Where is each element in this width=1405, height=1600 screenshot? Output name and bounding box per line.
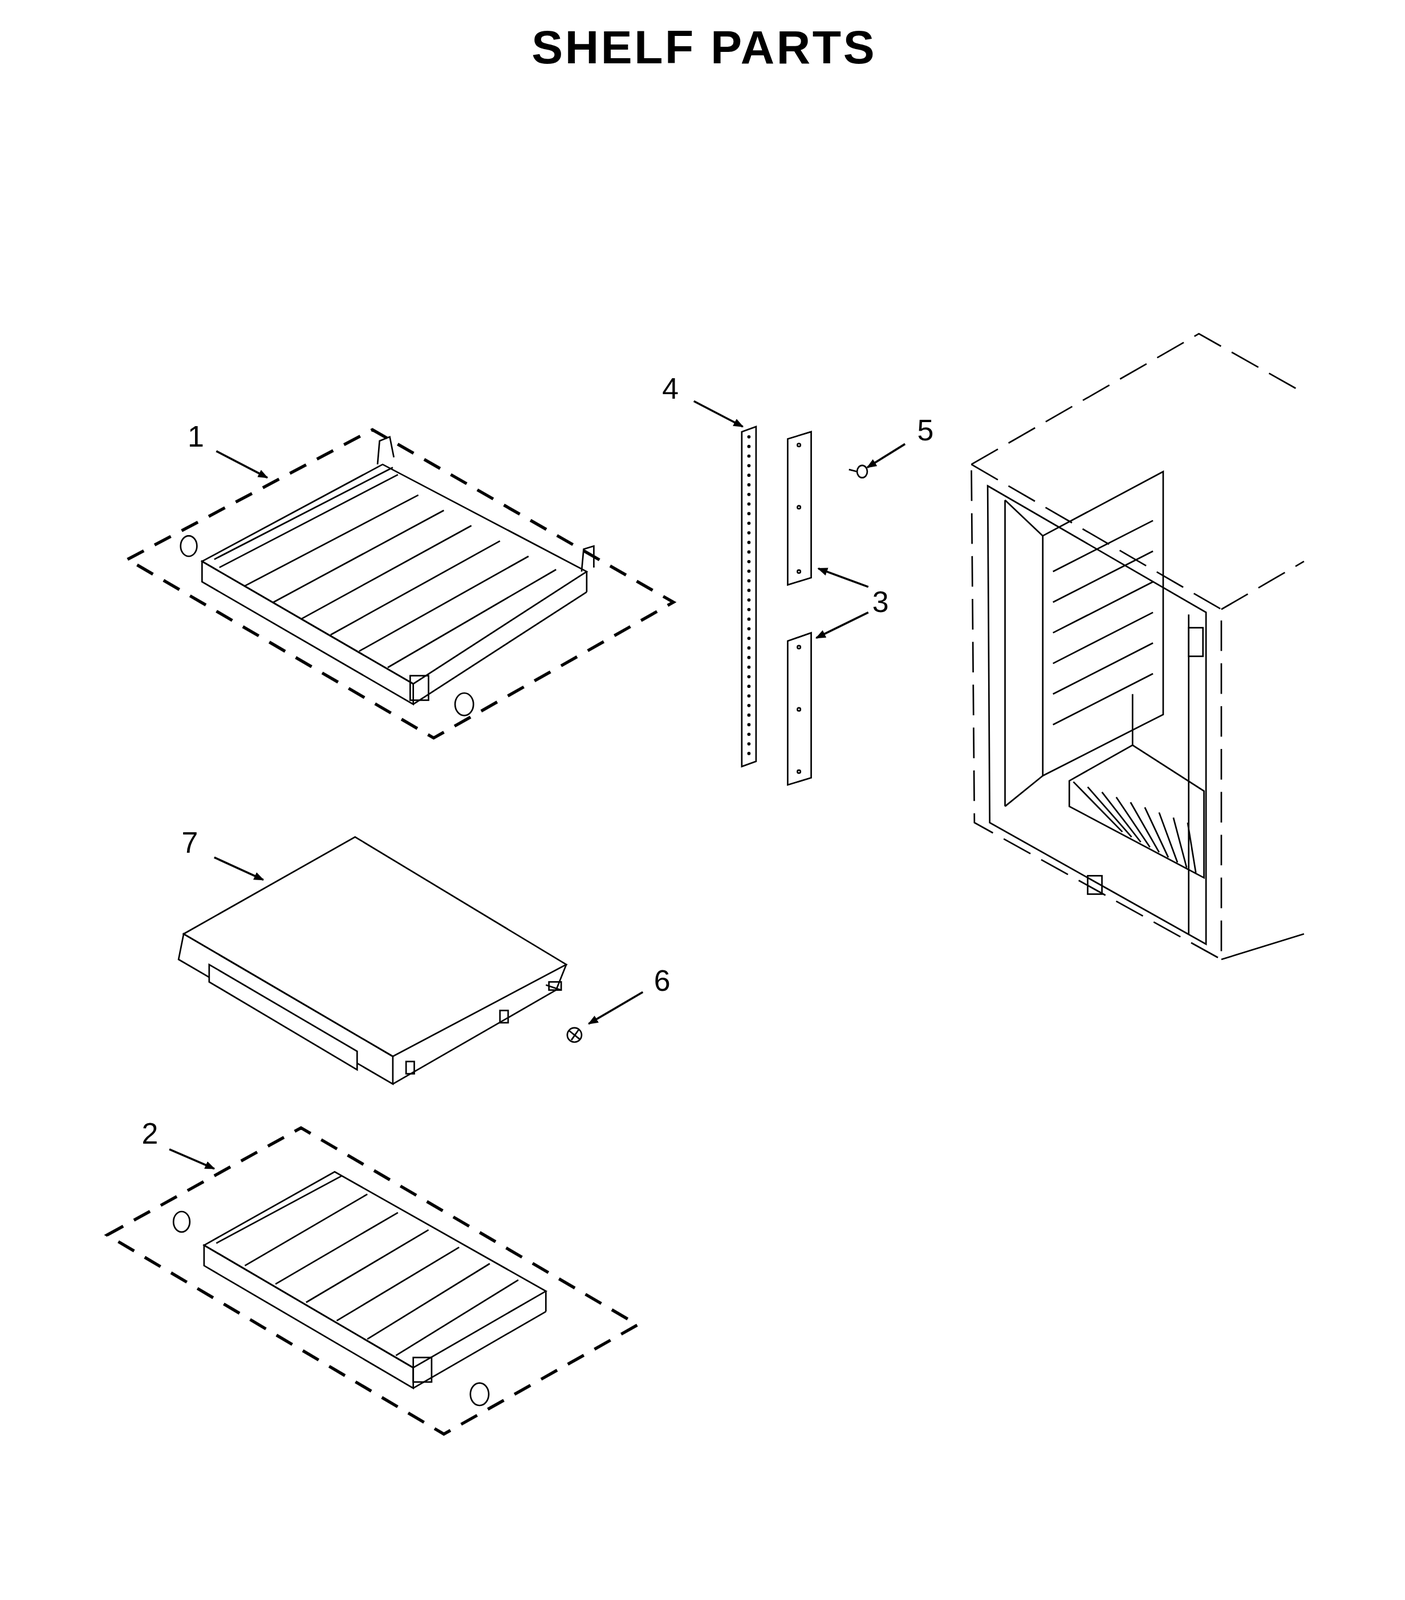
leader-arrows: [169, 400, 905, 1169]
callout-number: 7: [179, 826, 201, 860]
callout-number: 5: [915, 413, 936, 448]
callout-number: 4: [660, 371, 681, 406]
callout-number: 1: [185, 419, 207, 454]
callout-number: 2: [139, 1116, 161, 1151]
screw: [849, 465, 868, 478]
wire-shelf-1: [127, 429, 674, 738]
glass-shelf: [178, 836, 567, 1084]
wire-shelf-2: [107, 1127, 638, 1434]
shelf-ladder: [741, 426, 757, 767]
shelf-knob: [567, 1027, 582, 1042]
diagram-title: SHELF PARTS: [531, 19, 877, 75]
callout-number: 6: [651, 963, 673, 998]
mounting-plates: [787, 431, 811, 785]
callout-number: 3: [870, 585, 891, 619]
cabinet: [971, 333, 1304, 960]
